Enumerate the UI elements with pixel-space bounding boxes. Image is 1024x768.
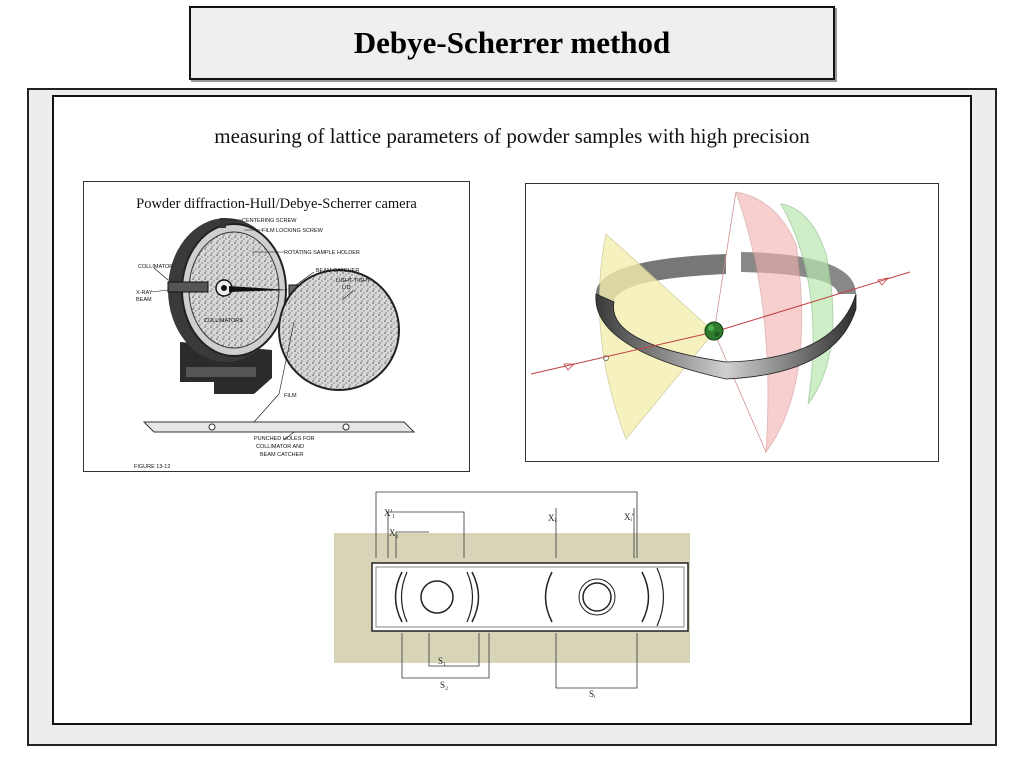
cone-yellow [598,233,715,440]
film-ring [595,293,857,380]
label-si: Sᵢ [589,689,596,698]
label-film-locking-screw: FILM LOCKING SCREW [262,228,324,234]
cone-red [735,191,803,454]
label-rotating-sample-holder: ROTATING SAMPLE HOLDER [284,250,360,256]
incident-beam [530,331,715,375]
exit-hole [582,582,612,612]
entry-hole [420,580,454,614]
camera-drawing: CENTERING SCREW FILM LOCKING SCREW ROTAT… [134,218,416,470]
label-x2: X₂ [389,528,399,538]
label-s2: S₂ [440,680,448,690]
label-collimators: COLLIMATORS [204,318,243,324]
title-box: Debye-Scherrer method [189,6,835,80]
label-collimator: COLLIMATOR [138,264,173,270]
label-x-ray: X-RAY [136,290,153,296]
powder-sample [704,321,724,341]
film-measurement-diagram: X'₁ X₂ Xᵢ Xᵢ' S₁ S₂ Sᵢ [334,488,690,698]
label-x1-prime: X'₁ [384,508,395,518]
label-punched-2: COLLIMATOR AND [256,444,304,450]
label-punched-1: PUNCHED HOLES FOR [254,436,315,442]
camera-caption: Powder diffraction-Hull/Debye-Scherrer c… [136,196,417,212]
label-film: FILM [284,393,297,399]
label-lid: LID [342,285,351,291]
transmitted-beam [713,271,911,333]
cones-drawing [530,191,911,454]
film-drawing: X'₁ X₂ Xᵢ Xᵢ' S₁ S₂ Sᵢ [334,491,690,698]
slide-subtitle: measuring of lattice parameters of powde… [214,124,810,148]
film-strip-outline [371,562,689,632]
label-xi: Xᵢ [548,513,556,523]
label-punched-3: BEAM CATCHER [260,452,303,458]
label-figure-number: FIGURE 13-12 [134,464,170,470]
label-light-tight: LIGHT-TIGHT [336,278,371,284]
film-strip [142,421,416,433]
label-s1: S₁ [438,656,446,666]
slide-title: Debye-Scherrer method [353,25,671,60]
camera-illustration: Powder diffraction-Hull/Debye-Scherrer c… [83,181,470,472]
label-beam: BEAM [136,297,152,303]
diffraction-cones-illustration [525,183,939,462]
light-tight-lid [278,269,400,391]
label-xi-prime: Xᵢ' [624,512,634,522]
label-centering-screw: CENTERING SCREW [242,218,297,224]
label-beam-catcher: BEAM CATCHER [316,268,359,274]
